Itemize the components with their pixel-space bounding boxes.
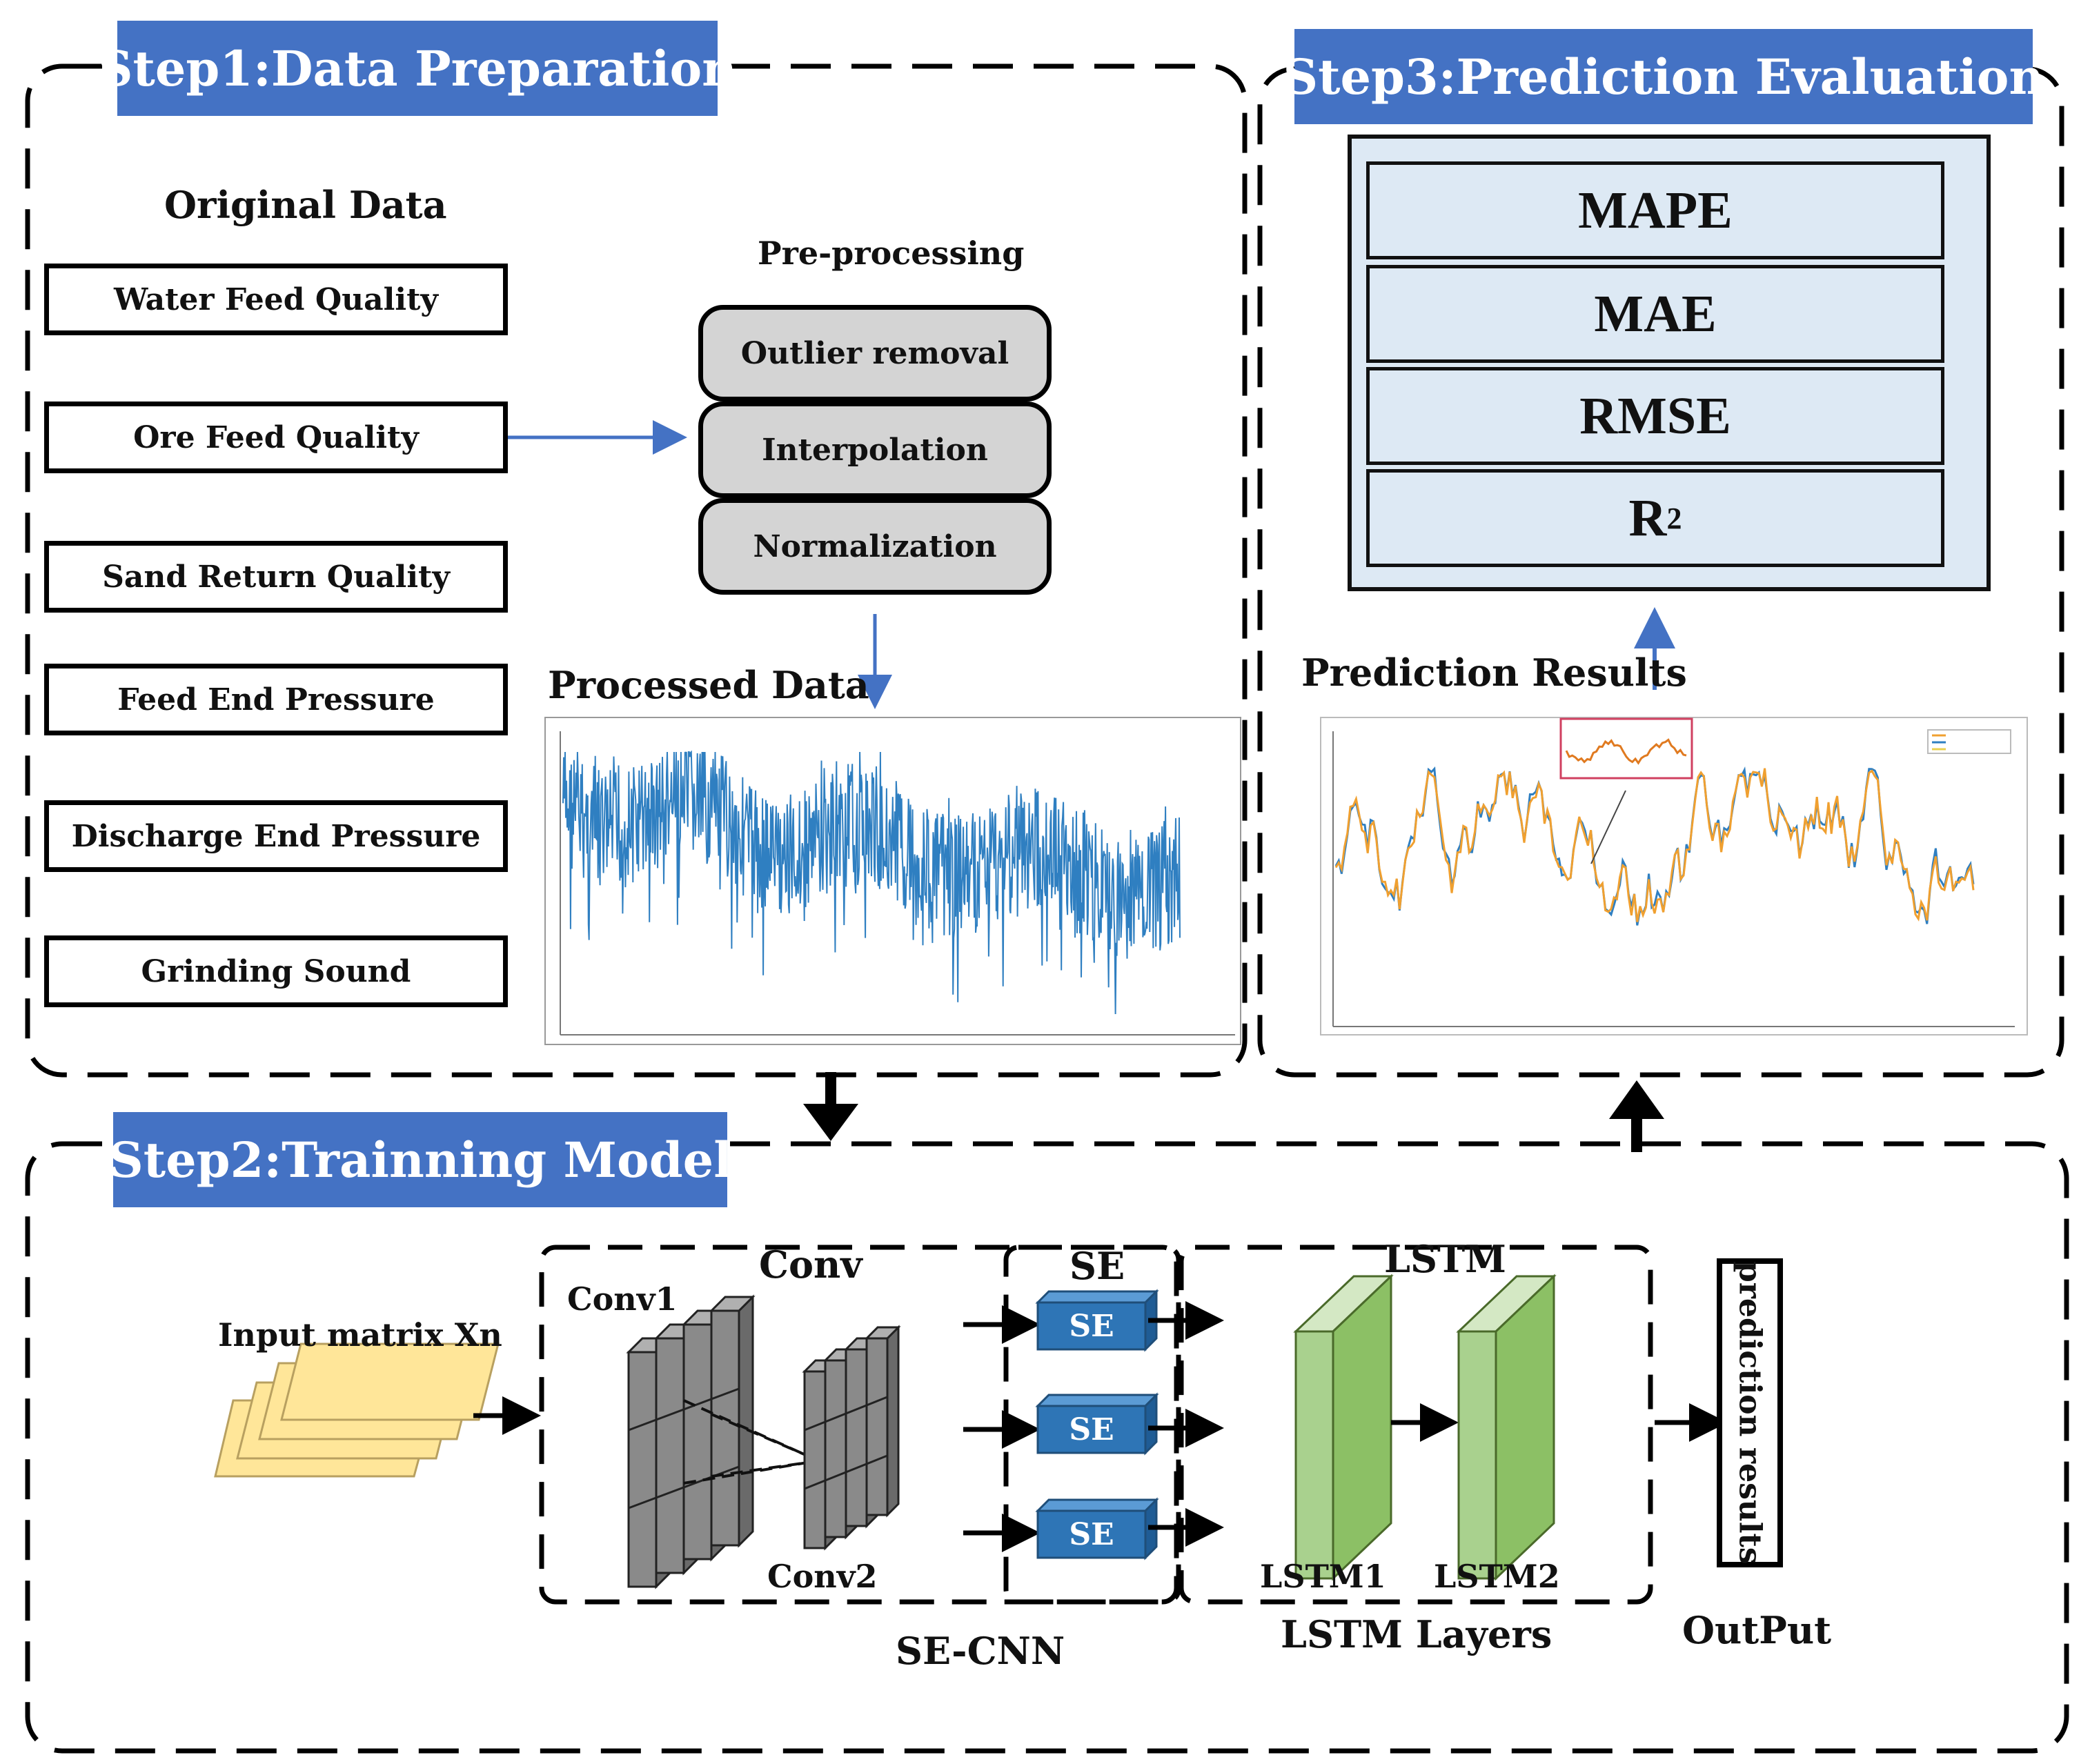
se-heading: SE (1069, 1244, 1125, 1288)
original-data-heading: Original Data (164, 183, 447, 227)
conv-heading: Conv (759, 1242, 862, 1287)
input-sand-return-quality: Sand Return Quality (44, 541, 508, 613)
metric-r2-superscript: 2 (1666, 501, 1682, 535)
metric-r2-base: R (1628, 488, 1667, 547)
lstm-frame (1179, 1245, 1653, 1605)
se-block-3: SE (1069, 1516, 1114, 1552)
input-feed-end-pressure: Feed End Pressure (44, 664, 508, 735)
step-outlier-removal: Outlier removal (698, 305, 1052, 402)
metric-mape: MAPE (1366, 161, 1944, 259)
lstm-layers-label: LSTM Layers (1281, 1612, 1552, 1656)
metric-rmse: RMSE (1366, 367, 1944, 465)
zoom-pointer (1590, 790, 1626, 864)
prediction-results-box: prediction results (1717, 1258, 1783, 1567)
conv2-cube-grid (802, 1325, 901, 1551)
conv2-label: Conv2 (767, 1558, 878, 1595)
input-grinding-sound: Grinding Sound (44, 935, 508, 1007)
step-normalization: Normalization (698, 498, 1052, 595)
lstm2-slab (1456, 1274, 1557, 1581)
arrows-into-se (963, 1305, 1041, 1552)
metric-mae: MAE (1366, 265, 1944, 363)
input-discharge-end-pressure: Discharge End Pressure (44, 800, 508, 872)
input-water-feed-quality: Water Feed Quality (44, 264, 508, 335)
se-block-1: SE (1069, 1308, 1114, 1344)
prediction-results-plot (1320, 717, 2028, 1035)
se-block-2: SE (1069, 1411, 1114, 1447)
lstm2-label: LSTM2 (1434, 1558, 1560, 1595)
se-blocks-3d (1035, 1289, 1159, 1560)
zoom-inset (1559, 717, 1693, 780)
step2-panel (25, 1141, 2069, 1754)
conv1-label: Conv1 (567, 1280, 678, 1318)
conv1-cube-grid (626, 1294, 756, 1589)
processed-data-heading: Processed Data (548, 663, 869, 707)
lstm1-label: LSTM1 (1260, 1558, 1386, 1595)
step3-title: Step3:Prediction Evaluation (1283, 29, 2044, 124)
arrow-step1-to-step2 (803, 1072, 858, 1141)
step1-title: Step1:Data Preparation (98, 21, 737, 116)
processed-data-plot (544, 717, 1241, 1045)
step2-title: Step2:Trainning Model (108, 1112, 732, 1207)
input-matrix-sheets (214, 1342, 500, 1478)
input-ore-feed-quality: Ore Feed Quality (44, 402, 508, 473)
lstm1-slab (1293, 1274, 1394, 1581)
input-matrix-label: Input matrix Xn (218, 1316, 502, 1354)
preprocessing-heading: Pre-processing (758, 235, 1025, 272)
output-label: OutPut (1682, 1608, 1832, 1652)
se-cnn-label: SE-CNN (896, 1629, 1065, 1673)
arrows-out-of-se (1148, 1301, 1224, 1547)
lstm-heading: LSTM (1384, 1237, 1506, 1281)
step-interpolation: Interpolation (698, 402, 1052, 498)
prediction-results-heading: Prediction Results (1301, 651, 1687, 695)
arrow-step2-to-step3 (1609, 1080, 1664, 1152)
conv-connection-lines (683, 1399, 808, 1485)
